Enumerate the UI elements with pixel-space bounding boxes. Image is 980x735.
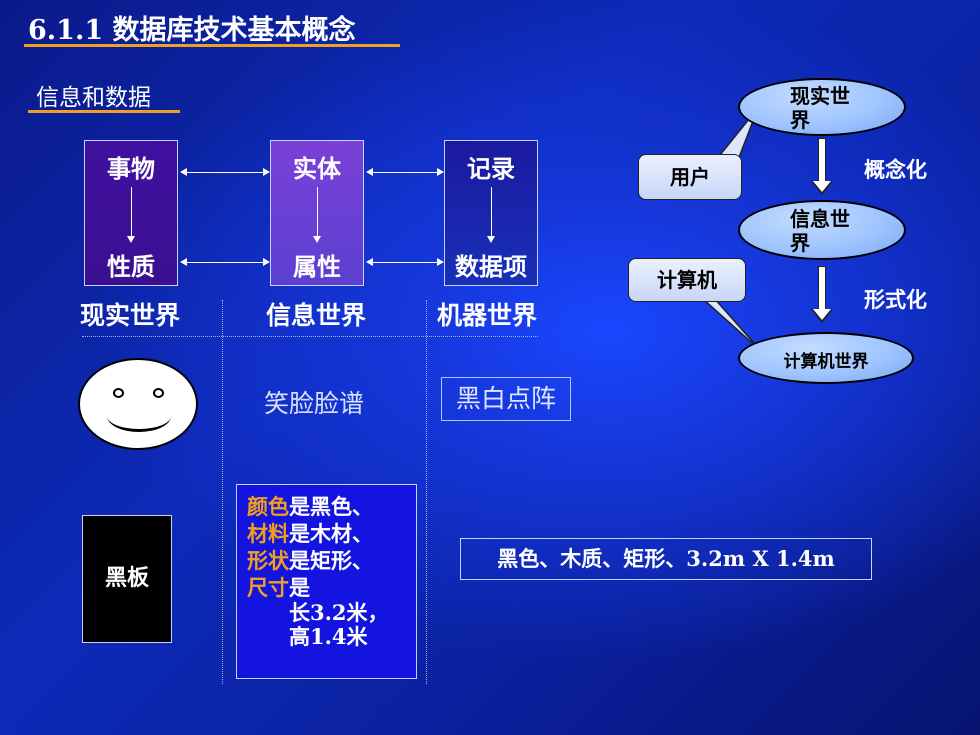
label-machine-world: 机器世界 [437,301,538,330]
dotted-divider [82,336,538,337]
mouth-icon [107,400,171,432]
ellipse-info-world: 信息世界 [738,200,906,260]
label-real-world: 现实世界 [80,301,181,330]
dotted-column-divider [426,300,427,684]
box-bottom-label: 数据项 [455,253,527,281]
ellipse-label: 计算机世界 [783,352,869,372]
box-entity: 实体 属性 [270,140,364,286]
label-formalize: 形式化 [864,288,927,312]
attr-value: 是 [289,575,310,600]
ellipse-label: 现实世界 [790,84,850,132]
attr-value: 是矩形、 [289,548,373,573]
double-arrow-2-3-bottom [366,258,444,266]
down-arrow [313,187,321,243]
box-real-thing: 事物 性质 [84,140,178,286]
callout-user: 用户 [638,154,742,200]
computer-callout-tail [700,297,761,351]
callout-computer: 计算机 [628,258,746,302]
subtitle-underline [28,110,180,113]
down-arrow-icon [811,266,833,323]
attr-line: 材料是木材、 [247,520,416,547]
dot-matrix-box: 黑白点阵 [441,377,571,421]
size-line-2: 高1.4米 [289,624,368,649]
box-bottom-label: 性质 [107,253,155,281]
box-top-label: 记录 [467,155,515,183]
label-info-world: 信息世界 [266,301,367,330]
slide-title: 6.1.1 数据库技术基本概念 [28,15,356,46]
ellipse-real-world: 现实世界 [738,78,906,136]
eye-icon [113,388,124,398]
double-arrow-2-3-top [366,168,444,176]
double-arrow-1-2-bottom [180,258,270,266]
box-top-label: 事物 [107,155,155,183]
down-arrow [127,187,135,243]
attr-line: 形状是矩形、 [247,547,416,574]
smiley-face-icon [78,358,198,450]
title-underline [24,44,400,47]
eye-icon [153,388,164,398]
attr-name: 材料 [247,521,289,546]
down-arrow [487,187,495,243]
attr-line: 尺寸是 [247,574,416,601]
attr-name: 尺寸 [247,575,289,600]
attr-name: 颜色 [247,494,289,519]
label-conceptualize: 概念化 [864,158,927,182]
size-line-1: 长3.2米， [289,600,389,625]
record-description-box: 黑色、木质、矩形、3.2m X 1.4m [460,538,872,580]
attr-value: 是木材、 [289,521,373,546]
blackboard-box: 黑板 [82,515,172,643]
double-arrow-1-2-top [180,168,270,176]
attr-name: 形状 [247,548,289,573]
box-bottom-label: 属性 [293,253,341,281]
down-arrow-icon [811,138,833,195]
box-record: 记录 数据项 [444,140,538,286]
box-top-label: 实体 [293,155,341,183]
attr-line: 颜色是黑色、 [247,493,416,520]
ellipse-computer-world: 计算机世界 [738,332,914,384]
attribute-box: 颜色是黑色、 材料是木材、 形状是矩形、 尺寸是 长3.2米， 高1.4米 [236,484,417,679]
attr-value: 是黑色、 [289,494,373,519]
ellipse-label: 信息世界 [790,207,850,255]
smile-face-text: 笑脸脸谱 [264,389,365,418]
section-subtitle: 信息和数据 [36,85,151,111]
dotted-column-divider [222,300,223,684]
